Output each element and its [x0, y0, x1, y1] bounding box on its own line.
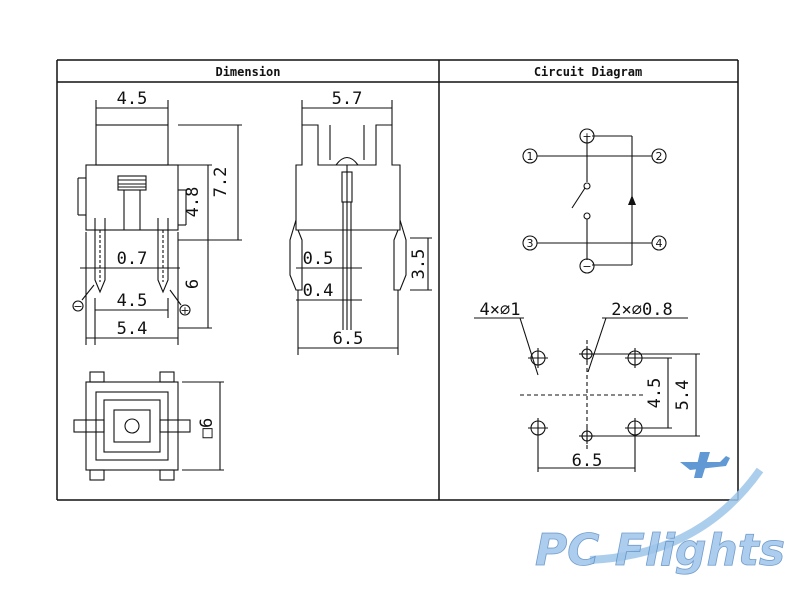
pcb-height-1-label: 4.5: [645, 378, 665, 409]
side-view-drawing: [289, 100, 432, 355]
side-pin-thick-label: 0.4: [303, 281, 334, 301]
small-hole-label: 2×∅0.8: [611, 300, 672, 320]
side-lead-thick-label: 0.5: [303, 249, 334, 269]
pin-3-label: 3: [527, 237, 534, 250]
logo-swoosh-icon: [589, 467, 764, 564]
top-square-label: □6: [197, 418, 217, 438]
front-pin-width-label: 0.7: [117, 249, 148, 269]
side-lead-height-label: 3.5: [409, 249, 429, 280]
circuit-header: Circuit Diagram: [534, 65, 642, 79]
pcb-width-label: 6.5: [572, 451, 603, 471]
pc-flights-logo: PC Flights: [535, 452, 785, 576]
logo-plane-icon: [680, 452, 730, 478]
dimension-header: Dimension: [215, 65, 280, 79]
top-view-drawing: [73, 371, 224, 481]
led-minus-label: −: [582, 260, 591, 273]
pin-1-label: 1: [527, 150, 534, 163]
front-height-total-label: 7.2: [211, 167, 231, 198]
switch-schematic: [522, 128, 667, 274]
side-pin-span-label: 6.5: [333, 329, 364, 349]
logo-text: PC Flights: [535, 525, 785, 576]
pcb-layout-drawing: [474, 317, 700, 472]
front-outer-width-label: 5.4: [117, 319, 148, 339]
front-pin-pitch-label: 4.5: [117, 291, 148, 311]
front-view-drawing: [72, 100, 242, 345]
front-pin-length-label: 6: [183, 279, 203, 289]
pin-4-label: 4: [656, 237, 663, 250]
big-hole-label: 4×∅1: [480, 300, 521, 320]
led-arrow-icon: [628, 195, 636, 205]
led-plus-label: +: [582, 130, 591, 143]
table-frame: [56, 59, 739, 501]
side-width-label: 5.7: [332, 89, 363, 109]
pcb-height-2-label: 5.4: [673, 380, 693, 411]
front-minus-sign: −: [73, 300, 82, 313]
front-plus-sign: +: [180, 304, 189, 317]
front-width-label: 4.5: [117, 89, 148, 109]
front-height-body-label: 4.8: [183, 187, 203, 218]
pin-2-label: 2: [656, 150, 663, 163]
